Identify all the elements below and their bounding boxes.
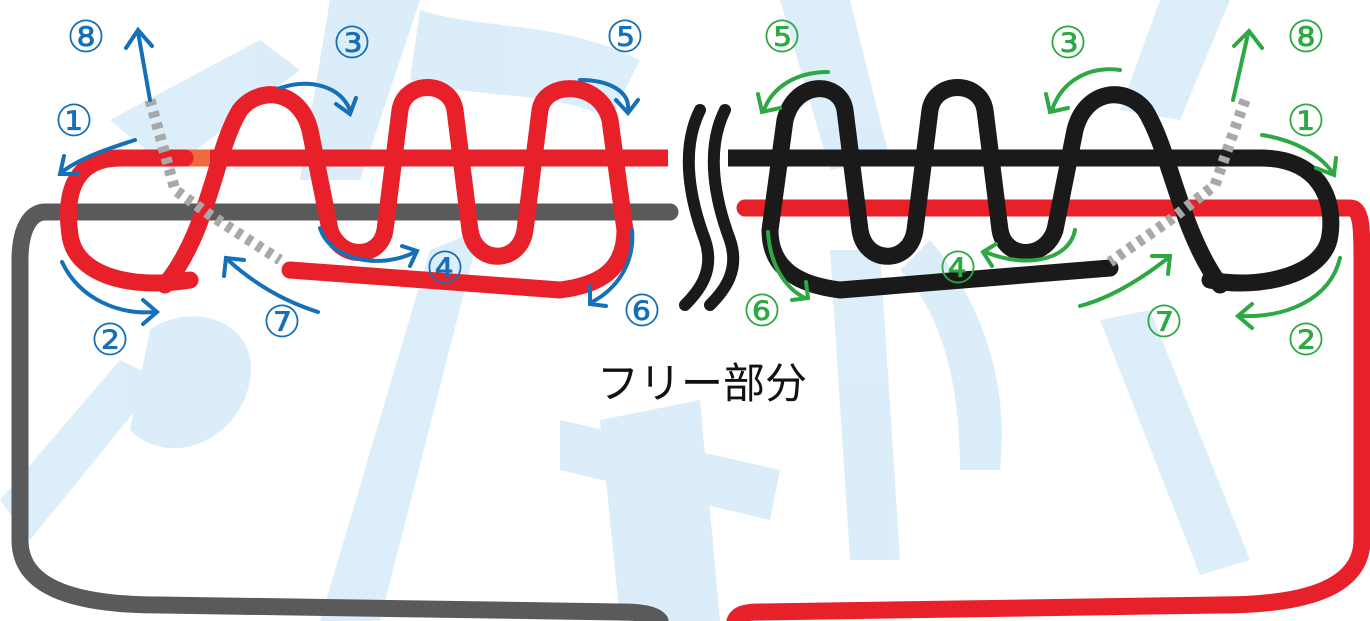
watermark-stroke [300,0,420,180]
arrow-1-right-head [1314,156,1338,178]
watermark-stroke [560,420,780,520]
step-label-4-left: ④ [425,243,464,294]
arrow-2-left-head [141,298,161,326]
arrow-1-right [1260,133,1334,174]
red-left-loop [59,149,199,292]
free-section-label: フリー部分 [597,359,807,408]
arrow-6-left [590,228,635,304]
step-label-1-right: ① [1286,96,1325,147]
arrow-3-left-head [334,96,358,118]
arrow-7-left [226,258,320,314]
arrow-6-right-head [790,280,811,302]
arrow-2-right [1238,256,1342,319]
arrow-5-left-head [614,98,640,117]
arrow-1-left-head [57,154,80,176]
black-right-loop [1186,149,1340,292]
right-dashed-tail [1106,98,1251,267]
arrow-5-right [762,70,830,112]
arrow-3-right [1050,67,1122,112]
arrow-8-right [1231,32,1250,102]
watermark-background [0,0,1250,621]
step-label-7-left: ⑦ [262,297,301,348]
red-wrapping-cord [156,79,634,299]
arrow-1-left [60,138,137,174]
arrow-4-left-head [400,244,420,268]
watermark-stroke [830,250,900,560]
right-knot [728,79,1340,299]
arrow-7-right [1078,256,1170,308]
step-label-1-left: ① [54,96,93,147]
arrow-6-right [766,230,807,300]
right-arrows [756,27,1342,330]
arrow-4-left [318,226,417,263]
step-label-6-right: ⑥ [742,286,781,337]
watermark-stroke [1100,310,1250,575]
cord-break-symbol [679,104,740,311]
arrow-8-right-head [1232,27,1264,50]
arrow-8-left-head [124,26,154,50]
arrow-5-left [578,78,631,112]
arrow-7-right-head [1150,254,1173,276]
arrow-5-right-head [756,92,782,115]
break-line [679,104,715,311]
arrow-4-right [983,228,1077,263]
gray-cord-outer [11,203,679,621]
step-label-8-left: ⑧ [66,12,105,63]
break-line [704,104,740,311]
left-knot [59,79,668,299]
arrow-2-right-head [1234,302,1254,330]
step-label-6-left: ⑥ [622,286,661,337]
arrow-4-right-head [980,242,998,268]
step-label-4-right: ④ [938,243,977,294]
step-label-7-right: ⑦ [1144,297,1183,348]
watermark-stroke [130,316,251,449]
left-arrows [57,26,640,326]
step-label-2-left: ② [90,315,129,366]
step-label-5-left: ⑤ [605,12,644,63]
step-label-5-right: ⑤ [762,12,801,63]
arrow-8-left [136,30,152,102]
arrow-3-right-head [1044,92,1070,115]
red-cord-outer [726,199,1370,621]
left-step-labels: ⑧ ① ② ③ ④ ⑤ ⑥ ⑦ [54,12,661,366]
watermark-stroke [1120,0,1230,120]
step-label-3-right: ③ [1048,18,1087,69]
step-label-3-left: ③ [332,18,371,69]
arrow-7-left-head [222,255,246,278]
watermark-stroke [320,230,480,621]
right-step-labels: ⑤ ③ ⑧ ① ② ④ ⑥ ⑦ [742,12,1325,366]
arrow-6-left-head [588,284,608,308]
arrow-2-left [60,260,157,315]
watermark-stroke [0,360,160,540]
step-label-8-right: ⑧ [1286,12,1325,63]
arrow-3-left [278,81,352,112]
watermark-stroke [600,400,720,621]
black-wrapping-cord [761,79,1229,299]
step-label-2-right: ② [1286,315,1325,366]
watermark-stroke [900,240,1002,470]
